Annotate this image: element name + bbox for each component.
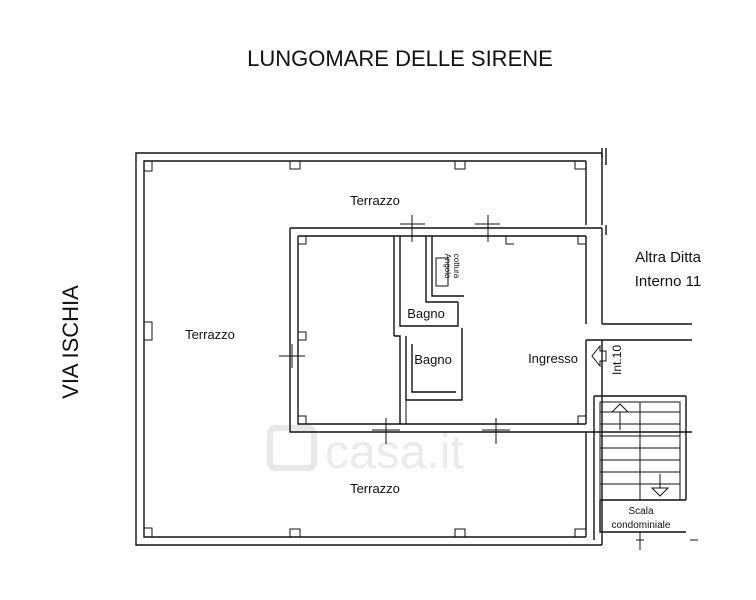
watermark-text: casa.it [325,426,464,479]
label-neighbor-line2: Interno 11 [635,273,701,290]
label-neighbor-line1: Altra Ditta [635,249,702,266]
label-kitchen: Angolo cottura [443,254,461,279]
stairs-up-arrow [610,403,630,430]
label-terrace-top: Terrazzo [350,193,400,208]
street-name-top: LUNGOMARE DELLE SIRENE [247,46,553,71]
stairs-down-arrow [650,474,670,497]
street-name-left: VIA ISCHIA [58,285,83,399]
outer-wall [135,148,607,546]
label-bath-1: Bagno [407,306,445,321]
label-stairs-line1: Scala [628,506,653,517]
stairwell [593,395,698,550]
label-terrace-bottom: Terrazzo [350,481,400,496]
label-kitchen-line1: Angolo [443,254,452,279]
label-kitchen-line2: cottura [452,254,461,279]
label-stairs-line2: condominiale [612,520,671,531]
label-unit-entry: Int.10 [610,345,624,375]
label-entrance: Ingresso [528,351,578,366]
entry-arrow-icon [591,344,607,368]
label-terrace-left: Terrazzo [185,327,235,342]
interior-partitions [393,236,464,424]
watermark: casa.it [267,425,464,479]
apartment-walls [279,215,692,444]
label-bath-2: Bagno [414,352,452,367]
